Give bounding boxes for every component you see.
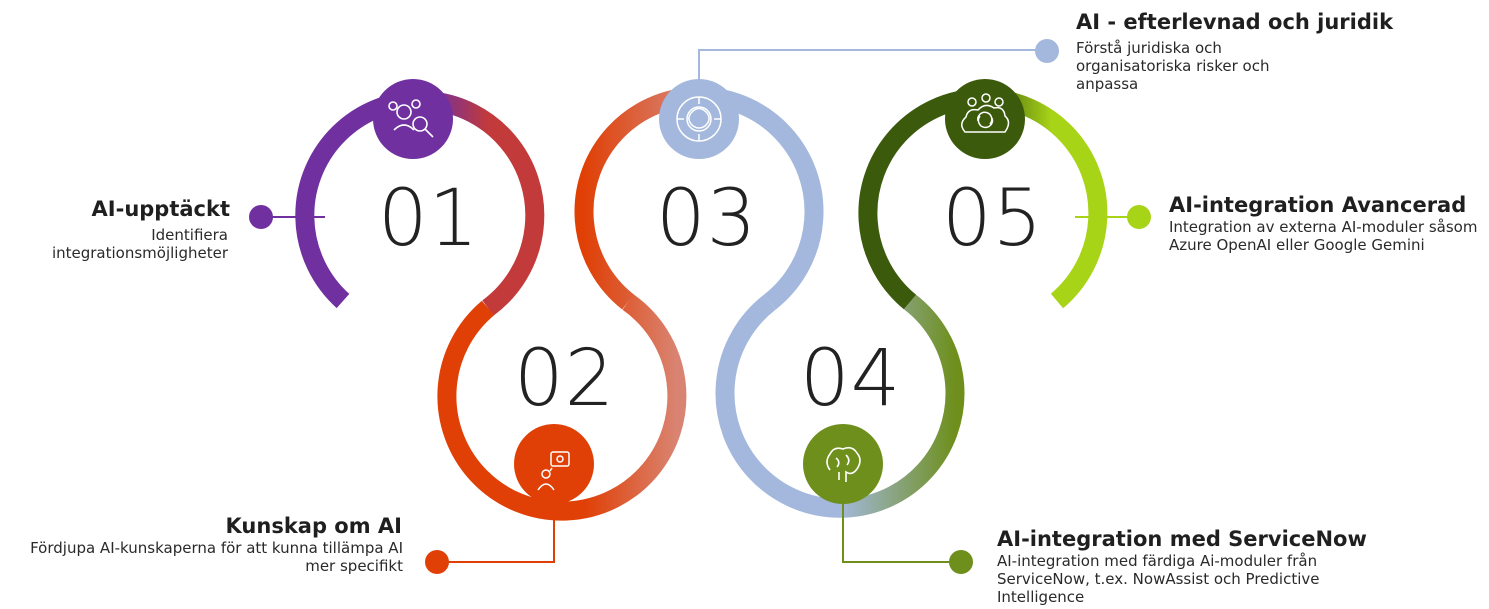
step-number-03: 03 [656,174,758,264]
step-title-04: AI-integration med ServiceNow [997,527,1367,551]
connector-02 [425,500,555,574]
step-desc-01: Identifiera integrationsmöjligheter [51,226,228,262]
step-number-01: 01 [378,174,480,264]
connector-03 [698,39,1059,88]
step-title-01: AI-upptäckt [91,197,230,221]
connector-04 [842,500,973,574]
step-desc-02: Fördjupa AI-kunskaperna för att kunna ti… [30,539,403,575]
step-title-02: Kunskap om AI [225,514,402,538]
icon-circle-03 [659,79,739,159]
step-desc-05: Integration av externa AI-moduler såsom … [1169,218,1478,254]
connector-01 [249,205,325,229]
step-number-04: 04 [800,334,902,424]
step-desc-03: Förstå juridiska och organisatoriska ris… [1076,39,1270,93]
icon-circle-04 [803,424,883,504]
team-search-icon [388,99,434,138]
icon-circle-02 [514,424,594,504]
brain-target-icon [676,96,722,142]
idea-person-icon [537,451,570,491]
step-title-05: AI-integration Avancerad [1169,193,1467,217]
step-number-05: 05 [942,174,1044,264]
step-title-03: AI - efterlevnad och juridik [1076,10,1394,34]
brain-icon [826,446,861,482]
arc-step-04 [715,294,965,518]
icon-circle-05 [945,79,1025,159]
brain-cloud-icon [961,93,1010,133]
arc-step-02 [437,294,687,521]
step-desc-04: AI-integration med färdiga Ai-moduler fr… [997,552,1320,606]
icon-circle-01 [373,79,453,159]
step-number-02: 02 [514,334,616,424]
connector-05 [1075,205,1151,229]
